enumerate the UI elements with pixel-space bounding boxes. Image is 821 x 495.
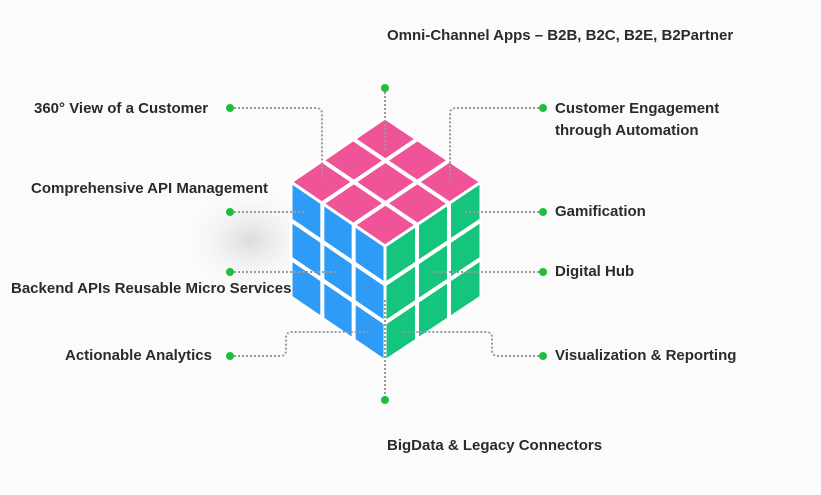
cube-edge [383,180,483,248]
cube-shadow [175,180,325,300]
cube-edge [383,295,483,363]
connector-dot-top [381,84,389,92]
cube-right-grid [383,218,483,287]
label-api-management: Comprehensive API Management [31,180,269,197]
connector-dot-bottom [381,396,389,404]
connector-left-1 [230,107,323,178]
connector-dot-right-1 [539,104,547,112]
cube-left-grid [289,218,387,287]
cube-edge [289,116,387,184]
connector-left-4 [230,331,370,357]
connector-dot-right-3 [539,268,547,276]
label-backend-apis: Backend APIs Reusable Micro Services [11,280,292,297]
connector-dot-left-1 [226,104,234,112]
cube-right-grid [383,256,483,325]
cube-left-face [291,182,385,361]
label-actionable-analytics: Actionable Analytics [65,347,212,364]
connector-dot-left-4 [226,352,234,360]
connector-dot-right-4 [539,352,547,360]
cube [289,116,483,363]
connector-lines [226,84,547,404]
cube-left-grid [289,256,387,325]
cube-edge [289,180,387,248]
cube-edge [383,116,483,184]
cube-edge [289,295,387,363]
label-customer-engagement: Customer Engagement through Automation [555,100,720,139]
cube-top-grid [320,137,419,206]
label-bigdata-legacy-connectors: BigData & Legacy Connectors [387,437,603,454]
connector-right-4 [402,331,543,357]
cube-top-grid [351,137,451,206]
connector-dot-right-2 [539,208,547,216]
connector-dot-left-2 [226,208,234,216]
cube-top-grid [351,158,451,227]
label-omni-channel-apps: Omni-Channel Apps – B2B, B2C, B2E, B2Par… [387,27,734,44]
cube-top-grid [320,158,419,227]
connector-dot-left-3 [226,268,234,276]
label-gamification: Gamification [555,203,646,220]
label-digital-hub: Digital Hub [555,263,635,280]
label-360-view-customer: 360° View of a Customer [34,100,209,117]
connector-right-1 [449,107,543,182]
label-visualization-reporting: Visualization & Reporting [555,347,737,364]
